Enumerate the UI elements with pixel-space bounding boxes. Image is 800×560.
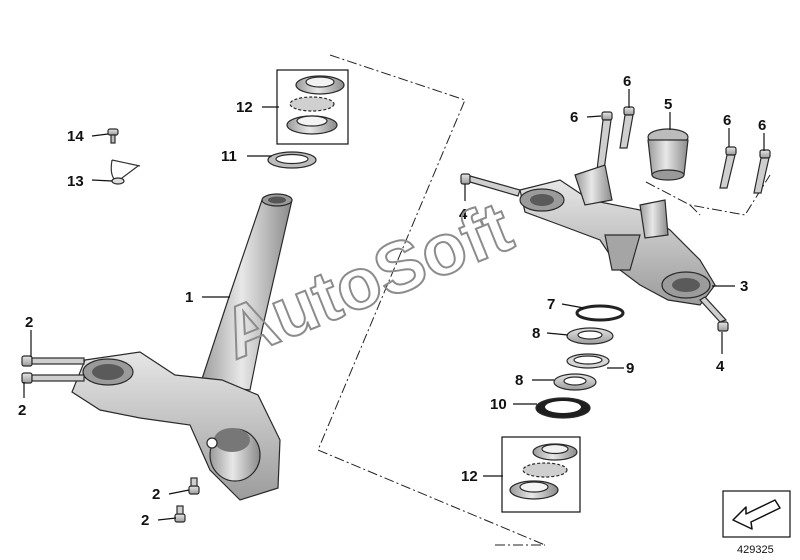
seal-10 (535, 397, 591, 419)
callout-10: 10 (490, 396, 507, 413)
callout-9: 9 (626, 360, 634, 377)
upper-triple-clamp-3 (519, 164, 716, 306)
callout-2-b: 2 (18, 402, 26, 419)
bolt-6-a (596, 111, 613, 171)
bolt-2-bottom-b (174, 505, 186, 523)
lower-triple-clamp (71, 351, 281, 501)
callout-12-upper: 12 (236, 99, 253, 116)
callout-14: 14 (67, 128, 84, 145)
top-clamp-boundary (645, 174, 771, 216)
assembly-boundary (317, 54, 546, 546)
callout-4-b: 4 (716, 358, 725, 375)
callout-2-a: 2 (25, 314, 33, 331)
clip-13 (110, 159, 141, 185)
bearing-12-lower (509, 443, 578, 500)
callout-2-d: 2 (141, 512, 149, 529)
bolt-6-c (719, 146, 737, 189)
washer-8-lower (553, 373, 597, 391)
callout-3: 3 (740, 278, 748, 295)
circlip-7 (575, 304, 625, 322)
bolt-6-b (619, 106, 635, 149)
callout-6-a: 6 (570, 109, 578, 126)
callout-6-c: 6 (723, 112, 731, 129)
callout-6-b: 6 (623, 73, 631, 90)
callout-7: 7 (547, 296, 555, 313)
bolt-6-d (753, 149, 771, 194)
front-direction-icon (722, 490, 791, 538)
diagram-number: 429325 (737, 544, 774, 556)
bearing-12-frame-lower (501, 436, 581, 513)
bolt-14 (107, 128, 119, 144)
bearing-12-upper (286, 75, 345, 135)
callout-6-d: 6 (758, 117, 766, 134)
seal-11 (267, 151, 317, 169)
bolt-2-lower (21, 372, 85, 384)
callout-1: 1 (185, 289, 193, 306)
callouts: 12 11 14 13 1 2 2 2 2 6 6 5 6 6 4 3 4 7 … (18, 73, 766, 529)
callout-11: 11 (221, 148, 237, 165)
callout-2-c: 2 (152, 486, 160, 503)
callout-8-a: 8 (532, 325, 540, 342)
bolt-4-upper (460, 173, 521, 197)
leader-lines (23, 89, 765, 521)
cap-5 (647, 128, 689, 181)
bolt-2-bottom-a (188, 477, 200, 495)
washer-8-upper (566, 327, 614, 345)
steering-stem-1 (199, 193, 293, 391)
callout-12-lower: 12 (461, 468, 478, 485)
bolt-2-upper (21, 355, 85, 367)
callout-13: 13 (67, 173, 84, 190)
ring-9 (566, 353, 610, 369)
callout-5: 5 (664, 96, 672, 113)
callout-4-a: 4 (459, 206, 468, 223)
bolt-4-lower (699, 296, 729, 332)
callout-8-b: 8 (515, 372, 523, 389)
